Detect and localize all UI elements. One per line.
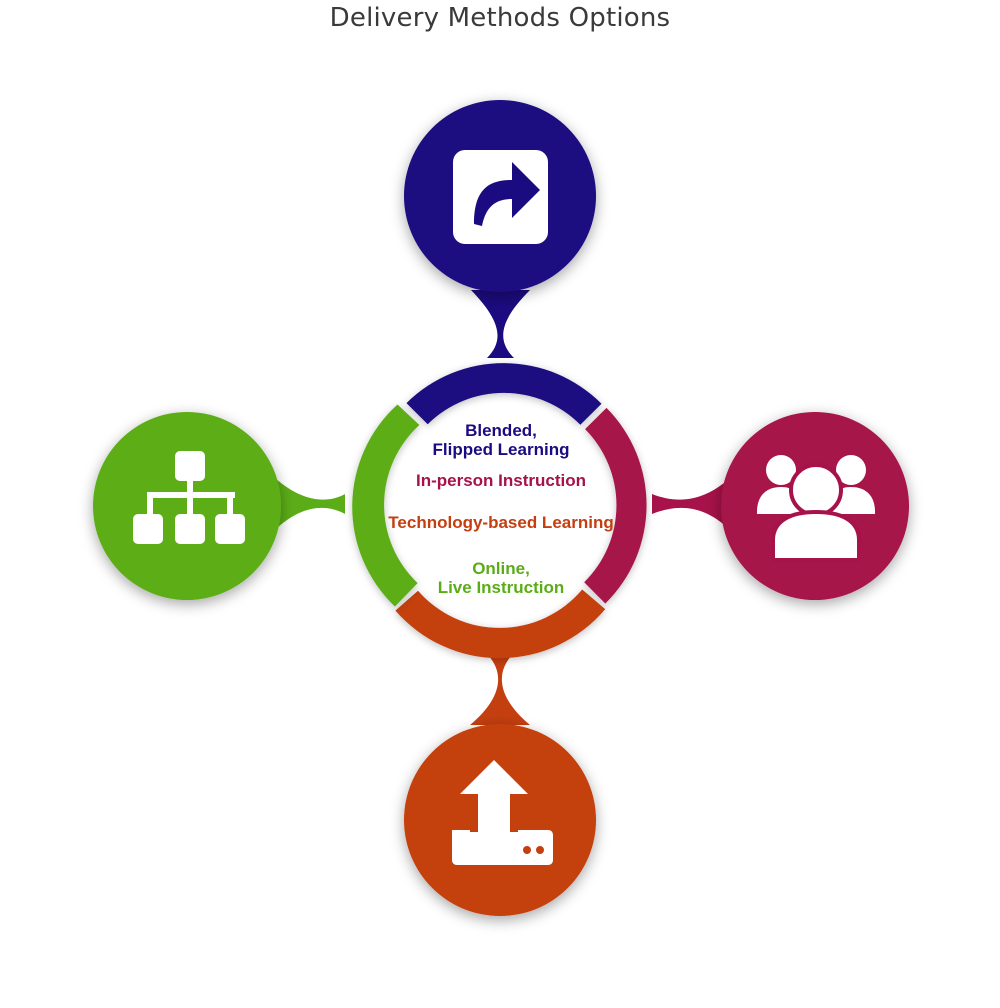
ring-arc-left: [352, 404, 420, 607]
connector-bottom: [470, 655, 530, 725]
connector-right: [652, 478, 730, 530]
group-users-icon: [757, 455, 875, 562]
label-blended-flipped-learning: Blended, Flipped Learning: [380, 421, 622, 459]
diagram-title: Delivery Methods Options: [329, 3, 671, 33]
label-blended-line-2: Flipped Learning: [432, 440, 570, 459]
ring-arc-top: [406, 363, 602, 425]
center-ring: [352, 363, 647, 659]
label-in-person-instruction: In-person Instruction: [380, 471, 622, 490]
label-online-live-instruction: Online, Live Instruction: [380, 559, 622, 597]
label-blended-line-1: Blended,: [465, 421, 537, 440]
label-technology-based-learning: Technology-based Learning: [380, 513, 622, 532]
connector-top: [471, 290, 530, 358]
connector-left: [275, 478, 345, 530]
label-inperson-line-1: In-person Instruction: [416, 471, 586, 490]
share-arrow-icon: [453, 150, 548, 244]
ring-arc-bottom: [395, 589, 606, 659]
label-online-line-2: Live Instruction: [437, 578, 565, 597]
label-online-line-1: Online,: [472, 559, 530, 578]
label-technology-line-1: Technology-based Learning: [388, 513, 614, 532]
ring-arc-right: [584, 407, 647, 604]
org-chart-icon: [133, 451, 245, 544]
upload-tray-icon: [452, 760, 553, 865]
